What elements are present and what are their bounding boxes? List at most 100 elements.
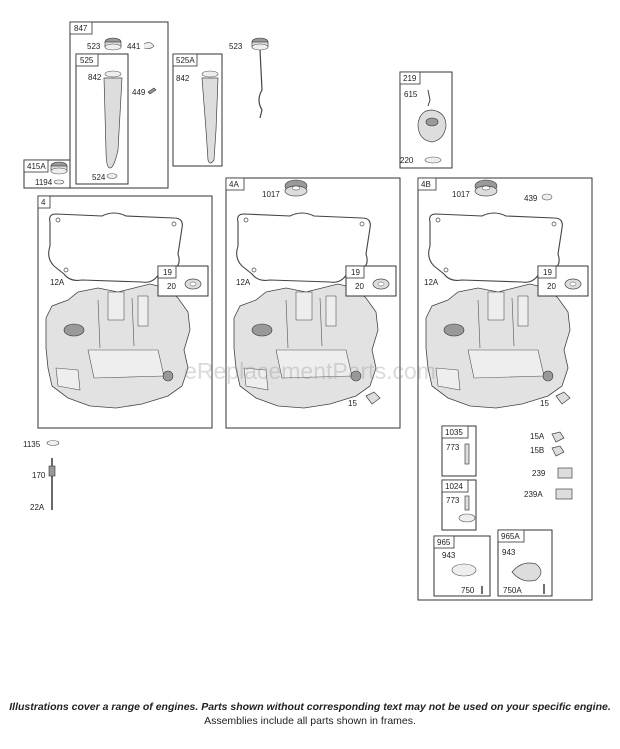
callout-15b: 15B [530, 446, 544, 455]
dipstick-tube-part [201, 77, 219, 164]
frame-4: 4 12A 19 20 [37, 195, 213, 429]
sensor-part [555, 488, 573, 500]
frame-847: 847 525 523 441 842 449 524 [69, 21, 169, 189]
callout-12a-b: 12A [236, 278, 251, 287]
callout-615: 615 [404, 90, 418, 99]
frame-label-965: 965 [437, 538, 451, 547]
frame-label-4b: 4B [421, 180, 431, 189]
frame-label-525: 525 [80, 56, 94, 65]
clip-part [143, 42, 155, 49]
callout-1017-b: 1017 [452, 190, 470, 199]
sensor-part [557, 467, 573, 479]
callout-1017: 1017 [262, 190, 280, 199]
cover-part [511, 562, 542, 582]
footer-line-1: Illustrations cover a range of engines. … [9, 701, 611, 713]
washer-part [53, 179, 65, 185]
dipstick-group: 523 [229, 37, 269, 119]
callout-842: 842 [88, 73, 102, 82]
callout-524: 524 [92, 173, 106, 182]
callout-239: 239 [532, 469, 546, 478]
callout-441: 441 [127, 42, 141, 51]
callout-170: 170 [32, 471, 46, 480]
dipstick-tube-part [103, 77, 123, 169]
sump-part [45, 283, 191, 409]
plug-part [555, 391, 571, 405]
frame-415a: 415A 1194 [23, 159, 71, 189]
frame-4b: 4B 1017 439 12A 19 20 15 1035 773 1024 7… [417, 177, 593, 601]
frame-label-4a: 4A [229, 180, 239, 189]
gear-part [474, 179, 498, 197]
frame-label-1024: 1024 [445, 482, 463, 491]
dipstick-cap-part [104, 37, 122, 51]
callout-15-b: 15 [540, 399, 549, 408]
callout-943: 943 [442, 551, 456, 560]
callout-1135: 1135 [23, 440, 41, 449]
callout-12a: 12A [50, 278, 65, 287]
o-ring-part [201, 70, 219, 78]
callout-20: 20 [167, 282, 176, 291]
shaft-part [464, 443, 470, 465]
callout-239a: 239A [524, 490, 543, 499]
o-ring-small-part [106, 173, 118, 179]
frame-219: 219 615 220 [399, 71, 453, 169]
frame-525a: 525A 842 [172, 53, 223, 167]
callout-523-b: 523 [229, 42, 243, 51]
loose-parts-left: 1135 170 22A [23, 440, 60, 512]
callout-750: 750 [461, 586, 475, 595]
callout-439: 439 [524, 194, 538, 203]
oil-seal-part [372, 278, 390, 290]
callout-15a: 15A [530, 432, 545, 441]
dipstick-blade [258, 49, 263, 119]
shaft-part [464, 495, 470, 511]
washer-part [46, 440, 60, 446]
frame-4a: 4A 1017 12A 19 20 15 [225, 177, 401, 429]
frame-label-4: 4 [41, 198, 46, 207]
frame-label-965a: 965A [501, 532, 520, 541]
plug-part [50, 161, 68, 175]
callout-750a: 750A [503, 586, 522, 595]
gear-hub [425, 117, 439, 127]
plug-part [365, 391, 381, 405]
shaft-collar [48, 465, 56, 477]
frame-label-219: 219 [403, 74, 417, 83]
callout-15: 15 [348, 399, 357, 408]
frame-label-19-c: 19 [543, 268, 552, 277]
frame-label-19-b: 19 [351, 268, 360, 277]
callout-220: 220 [400, 156, 414, 165]
plug-part [551, 445, 565, 457]
oil-seal-part [564, 278, 582, 290]
sump-part [425, 283, 571, 409]
plug-part [551, 431, 565, 443]
callout-1194: 1194 [35, 178, 53, 187]
gear-part [458, 513, 476, 523]
loose-parts-right: 15A 15B 239 239A [524, 431, 573, 500]
gasket-part [451, 563, 477, 577]
frame-label-415a: 415A [27, 162, 46, 171]
watermark: eReplacementParts.com [184, 358, 436, 384]
frame-label-19: 19 [163, 268, 172, 277]
screw-part [147, 87, 157, 95]
o-ring-part [104, 70, 122, 78]
dipstick-part [251, 37, 269, 51]
callout-20-b: 20 [355, 282, 364, 291]
callout-773-b: 773 [446, 496, 460, 505]
footer-note: Illustrations cover a range of engines. … [0, 700, 620, 728]
frame-label-525a: 525A [176, 56, 195, 65]
callout-449: 449 [132, 88, 146, 97]
sump-part [233, 283, 379, 409]
oil-seal-part [184, 278, 202, 290]
callout-523: 523 [87, 42, 101, 51]
gear-part [284, 179, 308, 197]
washer-part [424, 156, 442, 164]
ring-part [541, 193, 553, 201]
callout-12a-c: 12A [424, 278, 439, 287]
footer-line-2: Assemblies include all parts shown in fr… [204, 715, 416, 727]
callout-943-b: 943 [502, 548, 516, 557]
frame-label-1035: 1035 [445, 428, 463, 437]
callout-842-b: 842 [176, 74, 190, 83]
callout-773: 773 [446, 443, 460, 452]
callout-22a: 22A [30, 503, 45, 512]
governor-pin-part [427, 89, 431, 107]
frame-label-847: 847 [74, 24, 88, 33]
